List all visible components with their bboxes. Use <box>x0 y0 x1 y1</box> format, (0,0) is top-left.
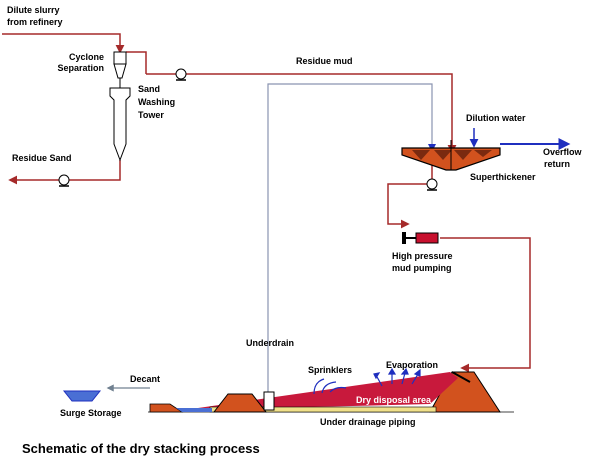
underflow-pipe <box>387 164 433 229</box>
label-cyclone-2: Separation <box>57 63 104 73</box>
underdrain-return-pipe <box>267 83 433 392</box>
cyclone-separator <box>113 51 127 88</box>
dry-stack <box>148 371 514 413</box>
label-evaporation: Evaporation <box>386 360 438 370</box>
label-dry-disposal: Dry disposal area <box>356 395 432 405</box>
label-overflow-2: return <box>544 159 570 169</box>
surge-storage-pond <box>62 390 102 402</box>
cyclone-overflow-pipe <box>126 51 147 74</box>
label-overflow-1: Overflow <box>543 147 583 157</box>
label-superthickener: Superthickener <box>470 172 536 182</box>
slurry-feed-pipe <box>2 33 125 54</box>
label-dilution-water: Dilution water <box>466 113 526 123</box>
label-sprinklers: Sprinklers <box>308 365 352 375</box>
evaporation-arrows <box>373 367 421 387</box>
label-sand-washing-1: Sand <box>138 84 160 94</box>
dry-disposal-area <box>198 372 458 410</box>
thickener-underflow-pump <box>426 178 438 191</box>
sprinkler-sprays <box>313 378 347 395</box>
superthickener-tank <box>401 140 501 171</box>
sand-washing-tower <box>109 87 131 162</box>
residue-sand-pump <box>58 174 70 187</box>
label-cyclone-1: Cyclone <box>69 52 104 62</box>
label-high-pressure-2: mud pumping <box>392 263 452 273</box>
label-decant: Decant <box>130 374 160 384</box>
label-surge-storage: Surge Storage <box>60 408 122 418</box>
label-under-drainage: Under drainage piping <box>320 417 416 427</box>
residue-sand-pipe <box>8 160 121 185</box>
label-sand-washing-3: Tower <box>138 110 164 120</box>
residue-mud-pump <box>175 68 187 81</box>
residue-mud-pipe <box>146 73 457 154</box>
label-dilute-slurry-1: Dilute slurry <box>7 5 60 15</box>
label-residue-mud: Residue mud <box>296 56 353 66</box>
figure-caption: Schematic of the dry stacking process <box>22 441 260 456</box>
label-underdrain: Underdrain <box>246 338 294 348</box>
label-high-pressure-1: High pressure <box>392 251 453 261</box>
high-pressure-pipe <box>440 237 531 373</box>
label-residue-sand: Residue Sand <box>12 153 72 163</box>
high-pressure-pump <box>402 232 439 244</box>
label-dilute-slurry-2: from refinery <box>7 17 63 27</box>
label-sand-washing-2: Washing <box>138 97 175 107</box>
